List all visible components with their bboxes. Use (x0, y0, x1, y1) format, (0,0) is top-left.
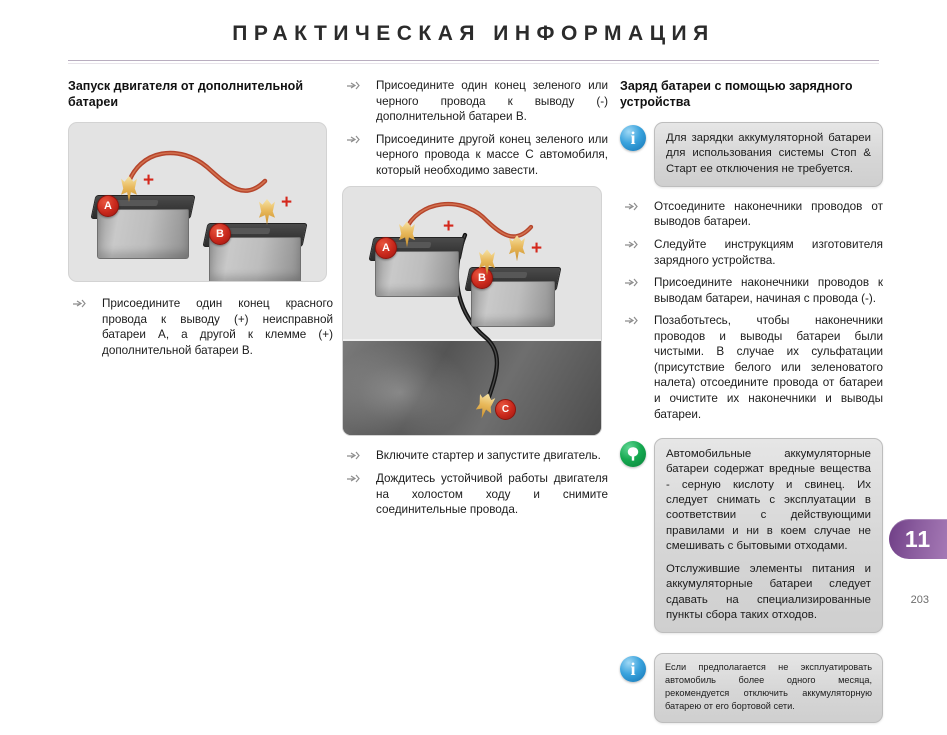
info-callout-top-text: Для зарядки аккумуляторной батареи для и… (666, 132, 871, 175)
battery-b-body (471, 281, 555, 328)
arrow-bullet-icon (347, 135, 361, 145)
list-item: Следуйте инструкциям изготовителя зарядн… (620, 237, 883, 268)
info-callout-bottom-body: Если предполагается не эксплуатировать а… (654, 653, 883, 723)
battery-b-label: B (209, 223, 231, 245)
battery-a-label: A (375, 237, 397, 260)
left-section-heading: Запуск двигателя от дополнительной батар… (68, 79, 304, 109)
list-item-text: Присоедините наконечники проводов к выво… (654, 276, 883, 305)
list-item: Присоедините один конец красного провода… (68, 296, 333, 358)
arrow-bullet-icon (625, 316, 639, 326)
info-callout-bottom: Если предполагается не эксплуатировать а… (620, 653, 883, 723)
engine-bay-photo (343, 339, 601, 436)
arrow-bullet-icon (625, 278, 639, 288)
list-item: Присоедините наконечники проводов к выво… (620, 275, 883, 306)
list-item-text: Дождитесь устойчивой работы двигателя на… (376, 471, 608, 517)
list-item-text: Следуйте инструкциям изготовителя зарядн… (654, 237, 883, 267)
list-item-text: Присоедините один конец зеленого или чер… (376, 79, 608, 124)
jump-start-ground-point-diagram: A + B + C (342, 186, 602, 437)
list-item-text: Отсоедините наконечники проводов от выво… (654, 199, 883, 229)
title-divider-secondary (68, 63, 879, 64)
info-callout-top-body: Для зарядки аккумуляторной батареи для и… (654, 122, 883, 187)
battery-b-body (209, 237, 301, 281)
middle-steps-bottom-list: Включите стартер и запустите двигатель. … (342, 448, 608, 517)
battery-a-body (97, 209, 189, 259)
battery-b-label: B (471, 267, 493, 290)
list-item: Отсоедините наконечники проводов от выво… (620, 199, 883, 230)
arrow-bullet-icon (625, 202, 639, 212)
eco-callout-body: Автомобильные аккумуляторные батареи сод… (654, 438, 883, 634)
eco-callout: Автомобильные аккумуляторные батареи сод… (620, 438, 883, 634)
list-item: Позаботьтесь, чтобы наконечники проводов… (620, 313, 883, 422)
page-number: 203 (910, 594, 929, 606)
list-item-text: Позаботьтесь, чтобы наконечники проводов… (654, 314, 883, 421)
arrow-bullet-icon (347, 474, 361, 484)
info-icon (620, 125, 646, 151)
eco-tree-icon (620, 441, 646, 468)
list-item-text: Присоедините один конец красного провода… (102, 297, 333, 357)
battery-b-plus-sign: + (281, 192, 293, 213)
list-item-text: Включите стартер и запустите двигатель. (376, 449, 601, 463)
left-steps-list: Присоедините один конец красного провода… (68, 296, 333, 358)
jump-start-two-batteries-diagram: A + B + (68, 122, 327, 282)
list-item: Дождитесь устойчивой работы двигателя на… (342, 471, 608, 518)
list-item: Присоедините другой конец зеленого или ч… (342, 132, 608, 179)
eco-paragraph-1: Автомобильные аккумуляторные батареи сод… (666, 448, 871, 552)
right-steps-list: Отсоедините наконечники проводов от выво… (620, 199, 883, 422)
info-callout-bottom-text: Если предполагается не эксплуатировать а… (665, 662, 872, 712)
battery-a-body (375, 251, 459, 298)
title-divider (68, 60, 879, 61)
chapter-tab: 11 (889, 519, 947, 559)
battery-b-plus-sign: + (531, 238, 543, 260)
right-column: Заряд батареи с помощью зарядного устрой… (620, 78, 883, 735)
list-item-text: Присоедините другой конец зеленого или ч… (376, 132, 608, 177)
info-callout-top: Для зарядки аккумуляторной батареи для и… (620, 122, 883, 187)
battery-b: B (464, 267, 562, 328)
list-item: Присоедините один конец зеленого или чер… (342, 78, 608, 125)
ground-point-label: C (495, 399, 516, 421)
eco-paragraph-2: Отслужившие элементы питания и аккумулят… (666, 563, 871, 621)
battery-a-label: A (97, 195, 119, 217)
middle-steps-top-list: Присоедините один конец зеленого или чер… (342, 78, 608, 178)
battery-a: A (90, 195, 196, 259)
arrow-bullet-icon (73, 299, 87, 309)
right-section-heading: Заряд батареи с помощью зарядного устрой… (620, 79, 853, 109)
info-icon (620, 656, 646, 683)
list-item: Включите стартер и запустите двигатель. (342, 448, 608, 464)
page-title: ПРАКТИЧЕСКАЯ ИНФОРМАЦИЯ (232, 22, 715, 45)
battery-b: B (202, 223, 308, 281)
middle-column: Присоедините один конец зеленого или чер… (342, 78, 608, 518)
arrow-bullet-icon (347, 81, 361, 91)
arrow-bullet-icon (625, 240, 639, 250)
battery-a: A (368, 237, 466, 298)
left-column: Запуск двигателя от дополнительной батар… (68, 78, 333, 358)
red-cable-path (124, 150, 268, 193)
arrow-bullet-icon (347, 451, 361, 461)
battery-a-plus-sign: + (143, 170, 155, 191)
battery-a-plus-sign: + (443, 216, 455, 238)
